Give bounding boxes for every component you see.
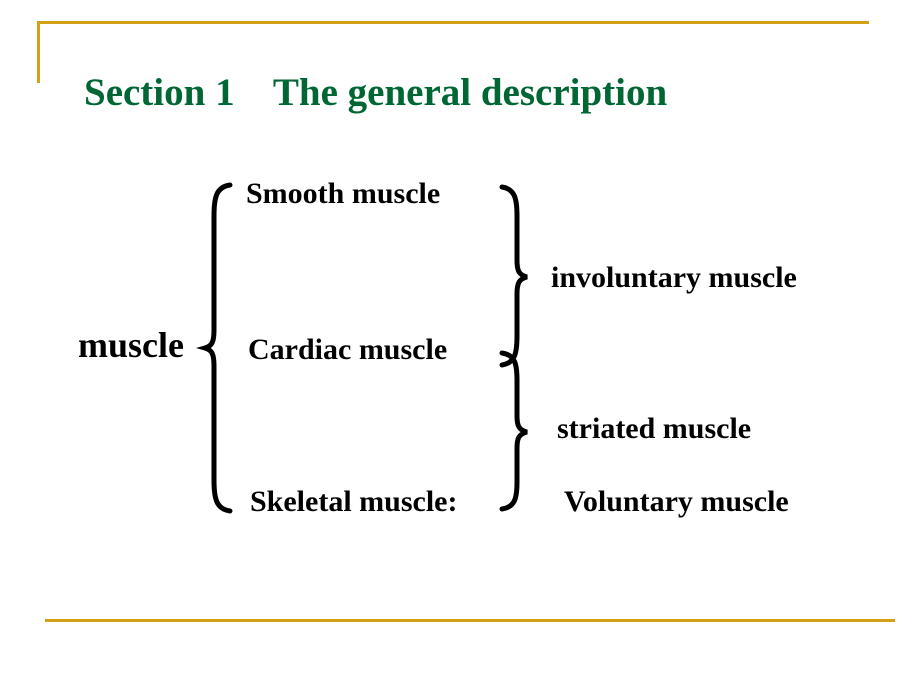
grouping-label-striated-muscle: striated muscle bbox=[557, 412, 752, 445]
lower-right-brace-icon bbox=[499, 350, 528, 512]
grouping-label-involuntary-muscle: involuntary muscle bbox=[551, 261, 797, 294]
top-accent-rule bbox=[37, 21, 869, 24]
bottom-accent-rule bbox=[45, 619, 895, 622]
left-accent-rule bbox=[37, 21, 40, 83]
diagram-root-label: muscle bbox=[78, 325, 184, 365]
page-title: Section 1 The general description bbox=[84, 71, 668, 114]
main-left-brace-icon bbox=[195, 182, 233, 514]
branch-label-skeletal-muscle: Skeletal muscle: bbox=[250, 485, 458, 518]
branch-label-smooth-muscle: Smooth muscle bbox=[246, 177, 441, 210]
branch-label-cardiac-muscle: Cardiac muscle bbox=[248, 333, 448, 366]
upper-right-brace-icon bbox=[499, 184, 528, 368]
label-voluntary-muscle: Voluntary muscle bbox=[564, 485, 789, 518]
